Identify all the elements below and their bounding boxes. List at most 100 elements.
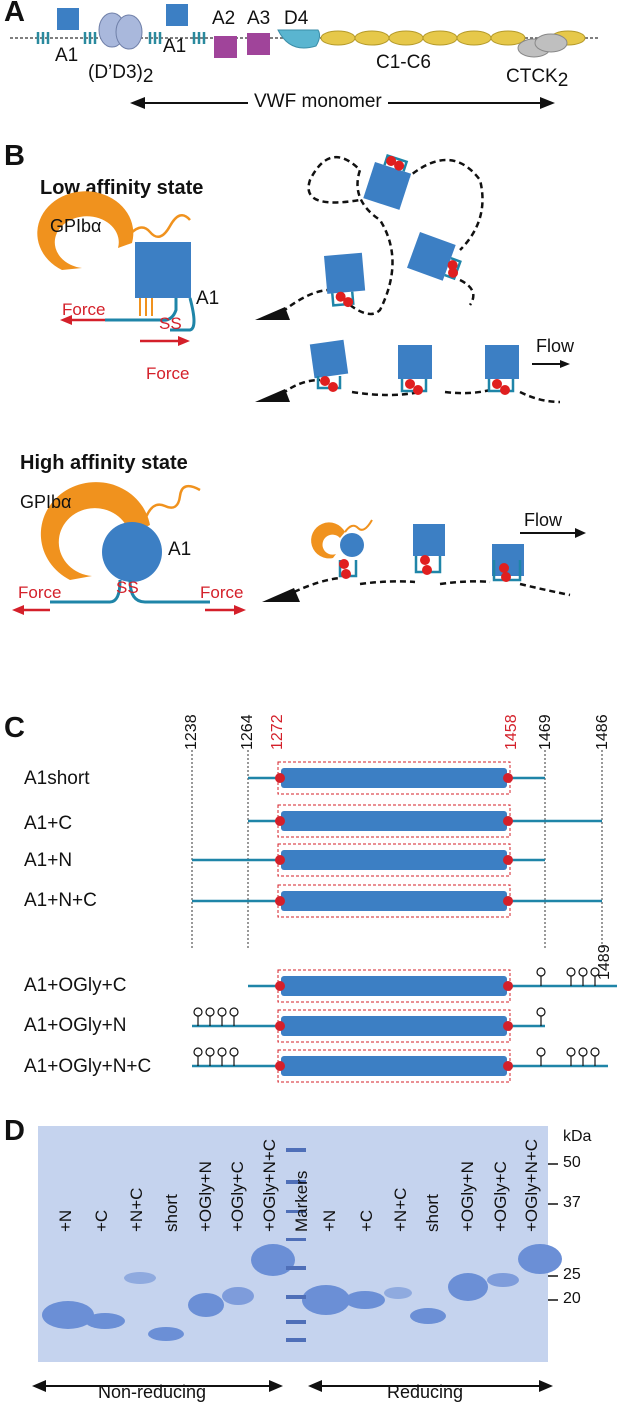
label-a3: A3 (247, 8, 271, 29)
reducing-label: Reducing (387, 1382, 464, 1402)
o-glycan-icon (229, 1047, 239, 1057)
force-label-high-right: Force (200, 583, 244, 602)
residue-label: 1469 (537, 714, 554, 750)
label-ctck: CTCK2 (506, 66, 569, 91)
disulfide-cys-1458 (503, 855, 513, 865)
force-label-high-left: Force (18, 583, 62, 602)
o-glycan-icon (536, 967, 546, 977)
lane-label: short (423, 1194, 442, 1232)
lane-label: +OGly+N (196, 1161, 215, 1232)
monomer-label: VWF monomer (248, 91, 388, 113)
disulfide-cys-1458 (503, 816, 513, 826)
a1-tangled-3 (407, 231, 462, 281)
a1-domain-bar (281, 850, 507, 870)
residue-label: 1238 (183, 714, 200, 750)
o-glycan-icon (566, 1047, 576, 1057)
label-d4: D4 (284, 8, 309, 29)
non-reducing-label: Non-reducing (98, 1382, 207, 1402)
lane-label: +OGly+N+C (522, 1138, 541, 1232)
a1-domain-bar (281, 768, 507, 788)
o-glycan-icon (566, 967, 576, 977)
d4-domain (277, 29, 321, 49)
non-reducing-arrow-left (32, 1380, 46, 1392)
ss-label-high: SS (116, 578, 139, 597)
a1-flow-high-2 (413, 524, 445, 575)
panel-b-letter: B (4, 140, 25, 172)
disulfide-cys-1458 (503, 981, 513, 991)
o-glycan-icon (578, 967, 588, 977)
residue-label: 1489 (596, 944, 613, 980)
linker-ticks-1 (36, 32, 206, 44)
label-a1-right: A1 (163, 36, 187, 57)
force-arrowhead-low-left (60, 315, 72, 325)
gel-image (32, 1126, 562, 1392)
disulfide-cys-1272 (275, 773, 285, 783)
a1-domain-bar (281, 811, 507, 831)
o-glycan-icon (590, 1047, 600, 1057)
a1-domain-bar (281, 1056, 507, 1076)
o-glycan-icon (536, 1047, 546, 1057)
panel-d-letter: D (4, 1115, 25, 1147)
residue-label: 1458 (503, 714, 520, 750)
o-glycan-icon (578, 1047, 588, 1057)
a1-flow-low-3 (485, 345, 519, 395)
a1-flow-low-1 (309, 339, 349, 392)
disulfide-cys-1272 (275, 855, 285, 865)
a1-strands-low (139, 298, 153, 316)
a1-tangled-2 (363, 154, 412, 210)
disulfide-cys-1272 (275, 816, 285, 826)
o-glycan-icon (205, 1047, 215, 1057)
a3-domain (247, 33, 270, 55)
a1-linker-low-2 (170, 297, 196, 332)
flow-arrowhead-high (575, 528, 586, 538)
flow-arrowhead-low (560, 360, 570, 368)
panel-c-diagram (191, 750, 603, 950)
non-reducing-arrow-right (269, 1380, 283, 1392)
o-glycan-icon (217, 1047, 227, 1057)
lane-label: +N (56, 1209, 75, 1232)
o-glycan-icon (536, 1007, 546, 1017)
lane-label: +OGly+N (458, 1161, 477, 1232)
lane-label: +C (92, 1209, 111, 1232)
gpib-tail-low (124, 213, 191, 241)
construct-label: A1+C (24, 813, 73, 834)
disulfide-cys-1458 (503, 1021, 513, 1031)
mw-marker: 25 (563, 1266, 581, 1283)
gpib-high (40, 482, 150, 580)
flow-label-high: Flow (524, 510, 563, 530)
a1-domain-bar (281, 1016, 507, 1036)
ctck-domain-2 (534, 33, 568, 53)
disulfide-cys-1272 (275, 896, 285, 906)
label-c1-c6: C1-C6 (376, 52, 431, 73)
disulfide-cys-1458 (503, 773, 513, 783)
mw-marker: 37 (563, 1194, 581, 1211)
d-prime-d3-domain-2 (115, 14, 143, 50)
reducing-arrow-right (539, 1380, 553, 1392)
residue-label: 1272 (269, 714, 286, 750)
disulfide-cys-1272 (275, 1061, 285, 1071)
lane-label: Markers (292, 1170, 311, 1232)
gel-bands (42, 1244, 562, 1341)
monomer-arrow-right (540, 97, 555, 109)
residue-label: 1486 (594, 714, 611, 750)
a1-flow-high-1 (311, 519, 373, 579)
anchor-low-2 (255, 389, 290, 402)
disulfide-cys-1458 (503, 1061, 513, 1071)
force-label-low-right: Force (146, 364, 190, 383)
force-arrowhead-high-right (234, 605, 246, 615)
panel-b-diagram (12, 154, 586, 615)
o-glycan-icon (193, 1047, 203, 1057)
a1-circle-high (102, 522, 162, 582)
construct-label: A1short (24, 768, 90, 789)
mw-ticks (548, 1163, 558, 1301)
construct-label: A1+N+C (24, 890, 97, 911)
a1-domain-right (166, 4, 188, 26)
disulfide-cys-1272 (275, 981, 285, 991)
vwf-chain-flow-high (293, 576, 571, 597)
o-glycan-icon (217, 1007, 227, 1017)
a2-domain (214, 36, 237, 58)
residue-label: 1264 (239, 714, 256, 750)
label-a2: A2 (212, 8, 236, 29)
a1-linker-low-1 (105, 298, 178, 322)
o-glycan-icon (229, 1007, 239, 1017)
